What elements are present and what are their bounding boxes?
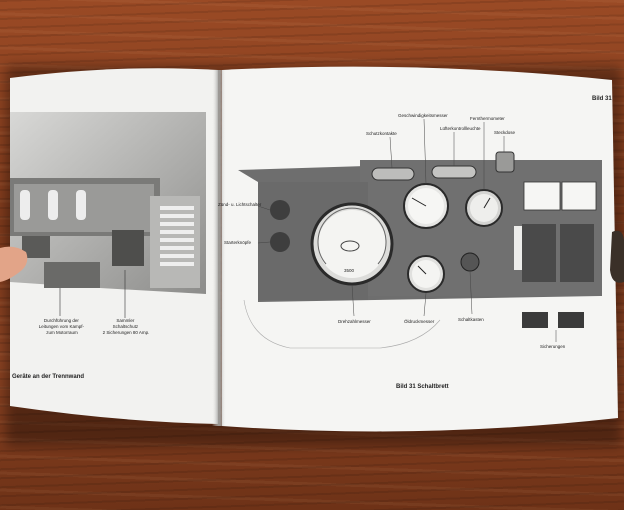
page-label: Bild 31 bbox=[592, 96, 612, 102]
callout-starter-buttons: Starterknöpfe bbox=[224, 240, 252, 245]
wiring-lines bbox=[243, 299, 441, 349]
callout-tachometer: Drehzahlmesser bbox=[338, 319, 371, 324]
temperature-gauge bbox=[465, 189, 503, 227]
callout-speedometer: Geschwindigkeitsmesser bbox=[398, 113, 448, 118]
callout-ignition-switch: Zünd- u. Lichtschalter bbox=[218, 202, 262, 207]
callout-oil-pressure: Öldruckmesser bbox=[404, 318, 435, 324]
caption-battery-switch: Sammler Schaltschutz 2 Sicherungen 80 Am… bbox=[103, 318, 150, 335]
socket-plug bbox=[495, 151, 515, 173]
switch-knob bbox=[460, 252, 480, 272]
fuse-panel-label bbox=[514, 226, 522, 270]
info-plate-left bbox=[523, 181, 561, 211]
warning-lamp-right bbox=[431, 165, 477, 179]
speedometer-gauge bbox=[403, 183, 449, 229]
warning-lamp-left bbox=[371, 167, 415, 181]
left-photo-firewall bbox=[10, 112, 206, 294]
object-right-edge bbox=[610, 230, 624, 283]
fuse-holder-right bbox=[558, 312, 584, 328]
callout-thermometer: Fernthermometer bbox=[470, 116, 505, 121]
callout-switch-box: Schaltkasten bbox=[458, 317, 484, 322]
fuse-holder-left bbox=[522, 312, 548, 328]
tachometer-gauge: 3500 bbox=[310, 202, 394, 286]
callout-fan-lamp: Lüfterkontrollleuchte bbox=[440, 126, 481, 131]
fuse-box-left bbox=[522, 224, 556, 282]
callouts-bottom: Drehzahlmesser Öldruckmesser Schaltkaste… bbox=[338, 317, 566, 349]
callout-fuses: Sicherungen bbox=[540, 344, 566, 349]
info-plate-right bbox=[561, 181, 597, 211]
tachometer-number: 3500 bbox=[344, 268, 355, 273]
left-page-footer: Geräte an der Trennwand bbox=[12, 374, 84, 380]
starter-switch bbox=[270, 232, 290, 252]
fuse-box-right bbox=[560, 224, 594, 282]
caption-cable-passage: Durchführung der Leitungen vom Kampf- zu… bbox=[39, 318, 86, 335]
hand-thumb-left bbox=[0, 246, 28, 282]
figure-caption: Bild 31 Schaltbrett bbox=[396, 384, 449, 390]
callout-lines-bottom bbox=[351, 270, 557, 342]
callout-socket: Steckdose bbox=[494, 130, 516, 135]
book-spine bbox=[212, 70, 226, 426]
oil-pressure-gauge bbox=[407, 255, 445, 293]
callout-protective-contacts: Schutzkontakte bbox=[366, 131, 397, 136]
ignition-switch bbox=[270, 200, 290, 220]
callouts-top: Schutzkontakte Geschwindigkeitsmesser Lü… bbox=[366, 113, 516, 136]
callout-lines-top bbox=[389, 118, 505, 190]
